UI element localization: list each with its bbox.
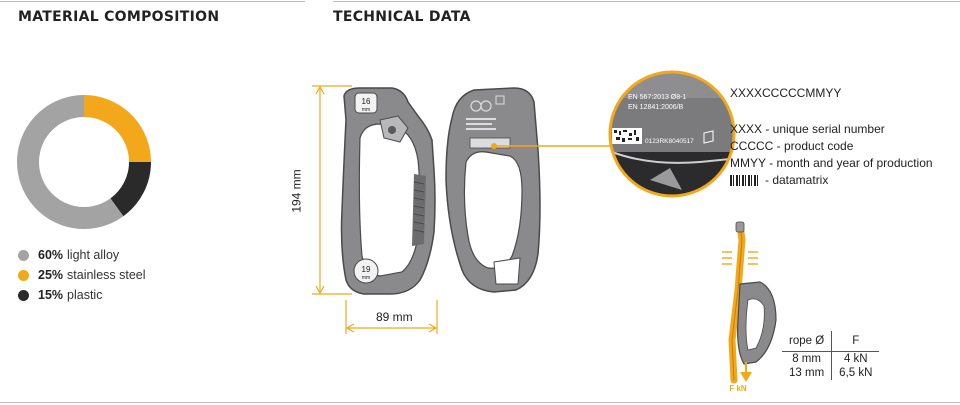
width-dimension [345, 300, 438, 334]
table-row: 8 mm 4 kN [782, 351, 880, 366]
legend-item-stainless-steel: 25% stainless steel [18, 265, 146, 285]
legend-value: 25% [38, 268, 64, 282]
force-label: F kN [729, 384, 747, 393]
table-header-row: rope Ø F [782, 331, 880, 352]
table-row: 13 mm 6,5 kN [782, 366, 880, 380]
donut-slice-plastic [110, 161, 151, 217]
table-cell: 4 kN [831, 351, 880, 366]
top-rule-right [333, 1, 960, 2]
serial-format-title: XXXXCCCCCMMYY [730, 86, 842, 100]
width-dimension-label: 89 mm [376, 310, 413, 324]
table-cell: 6,5 kN [831, 366, 880, 380]
magnifier-detail [608, 70, 736, 198]
table-cell: 13 mm [789, 367, 825, 379]
legend-value: 15% [38, 288, 64, 302]
material-legend: 60% light alloy 25% stainless steel 15% … [18, 245, 146, 305]
magnified-standard-2: EN 12841:2006/B [628, 104, 684, 111]
donut-slice-light-alloy [17, 95, 124, 229]
badge-bottom-number: 19 [362, 265, 371, 274]
legend-label: stainless steel [67, 268, 146, 282]
datamatrix-icon [730, 175, 760, 186]
legend-swatch-plastic [18, 289, 29, 301]
table-header-cell: rope Ø [782, 331, 832, 352]
ascender-front-view [340, 87, 436, 295]
magnified-standard-1: EN 567:2013 Ø8-1 [628, 94, 686, 101]
legend-swatch-light-alloy [18, 249, 29, 261]
technical-data-heading: TECHNICAL DATA [333, 9, 471, 25]
rope-usage-illustration [722, 221, 777, 384]
donut-slice-stainless-steel [83, 95, 151, 163]
legend-swatch-stainless-steel [18, 269, 29, 281]
table-header-cell: F [831, 331, 880, 352]
table-cell: 8 mm [792, 353, 821, 365]
code-legend-line: MMYY - month and year of production [730, 156, 933, 170]
datamatrix-legend-line: - datamatrix [730, 172, 933, 189]
legend-label: light alloy [67, 248, 120, 262]
legend-label: plastic [67, 288, 103, 302]
badge-top-number: 16 [362, 97, 371, 106]
height-dimension [312, 85, 352, 295]
legend-value: 60% [38, 248, 64, 262]
legend-item-light-alloy: 60% light alloy [18, 245, 146, 265]
material-donut-chart [17, 95, 151, 229]
legend-item-plastic: 15% plastic [18, 285, 146, 305]
load-table: rope Ø F 8 mm 4 kN 13 mm 6,5 kN [782, 331, 880, 380]
ascender-back-view [445, 87, 541, 293]
material-composition-heading: MATERIAL COMPOSITION [18, 9, 220, 25]
code-legend-line: XXXX - unique serial number [730, 122, 885, 136]
book-icon [703, 130, 714, 144]
badge-bottom-unit: mm [362, 275, 370, 281]
magnified-serial-print: 0123RK8040517 [645, 138, 694, 145]
datamatrix-label: - datamatrix [765, 173, 829, 187]
serial-code-legend: XXXX - unique serial number CCCCC - prod… [730, 121, 933, 189]
top-rule-left [0, 1, 305, 2]
badge-top [354, 92, 378, 114]
code-legend-line: CCCCC - product code [730, 139, 854, 153]
height-dimension-label: 194 mm [289, 169, 304, 213]
badge-top-unit: mm [362, 107, 370, 113]
bottom-rule [0, 402, 960, 403]
